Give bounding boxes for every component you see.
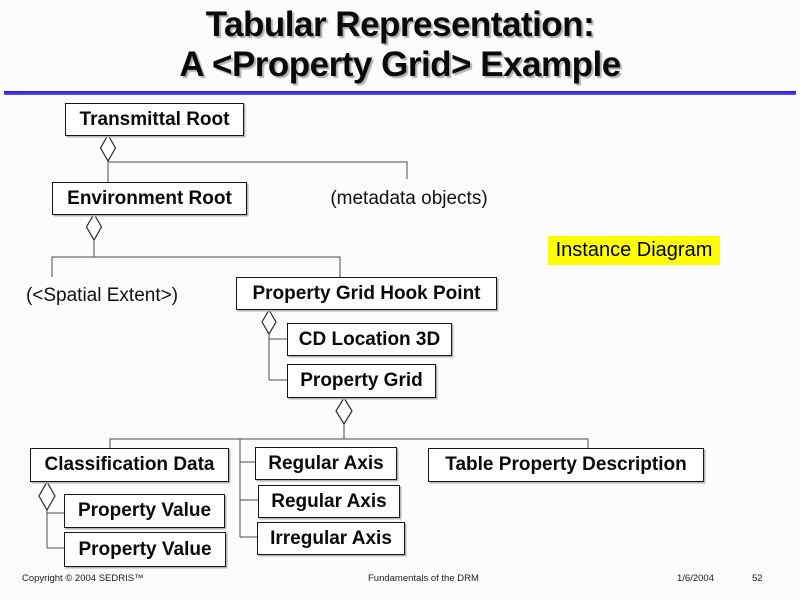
- footer-copyright: Copyright © 2004 SEDRIS™: [22, 573, 144, 584]
- connector-transmittal-to-metadata: [108, 161, 408, 179]
- page-title: Tabular Representation: A <Property Grid…: [0, 5, 800, 85]
- aggregation-diamond-classification: [38, 480, 56, 512]
- aggregation-diamond-hookpoint: [261, 308, 277, 336]
- node-regular-axis-2: Regular Axis: [258, 485, 400, 518]
- node-property-value-2: Property Value: [64, 532, 226, 567]
- label-spatial-extent: (<Spatial Extent>): [25, 285, 179, 306]
- connector-propertygrid-branch: [109, 438, 589, 448]
- aggregation-diamond-environment: [85, 212, 103, 242]
- aggregation-diamond-propertygrid: [335, 396, 353, 426]
- aggregation-diamond-transmittal: [99, 133, 117, 163]
- node-regular-axis-1: Regular Axis: [255, 447, 397, 480]
- node-cd-location-3d: CD Location 3D: [287, 323, 452, 356]
- title-divider: [4, 91, 796, 95]
- footer-date: 1/6/2004: [677, 573, 714, 584]
- node-transmittal-root: Transmittal Root: [65, 103, 244, 136]
- node-irregular-axis: Irregular Axis: [257, 522, 405, 555]
- footer-page-number: 52: [752, 573, 763, 584]
- page-title-line2: A <Property Grid> Example: [179, 45, 621, 84]
- label-metadata-objects: (metadata objects): [330, 188, 488, 209]
- node-table-property-description: Table Property Description: [428, 448, 704, 482]
- node-property-grid: Property Grid: [287, 364, 436, 398]
- label-instance-diagram: Instance Diagram: [548, 236, 720, 265]
- node-property-grid-hook-point: Property Grid Hook Point: [236, 277, 497, 310]
- page-title-line1: Tabular Representation:: [205, 5, 595, 44]
- node-classification-data: Classification Data: [30, 448, 229, 482]
- connector-environment-branch: [51, 256, 341, 277]
- node-environment-root: Environment Root: [52, 182, 247, 215]
- footer-title: Fundamentals of the DRM: [368, 573, 479, 584]
- node-property-value-1: Property Value: [64, 494, 225, 528]
